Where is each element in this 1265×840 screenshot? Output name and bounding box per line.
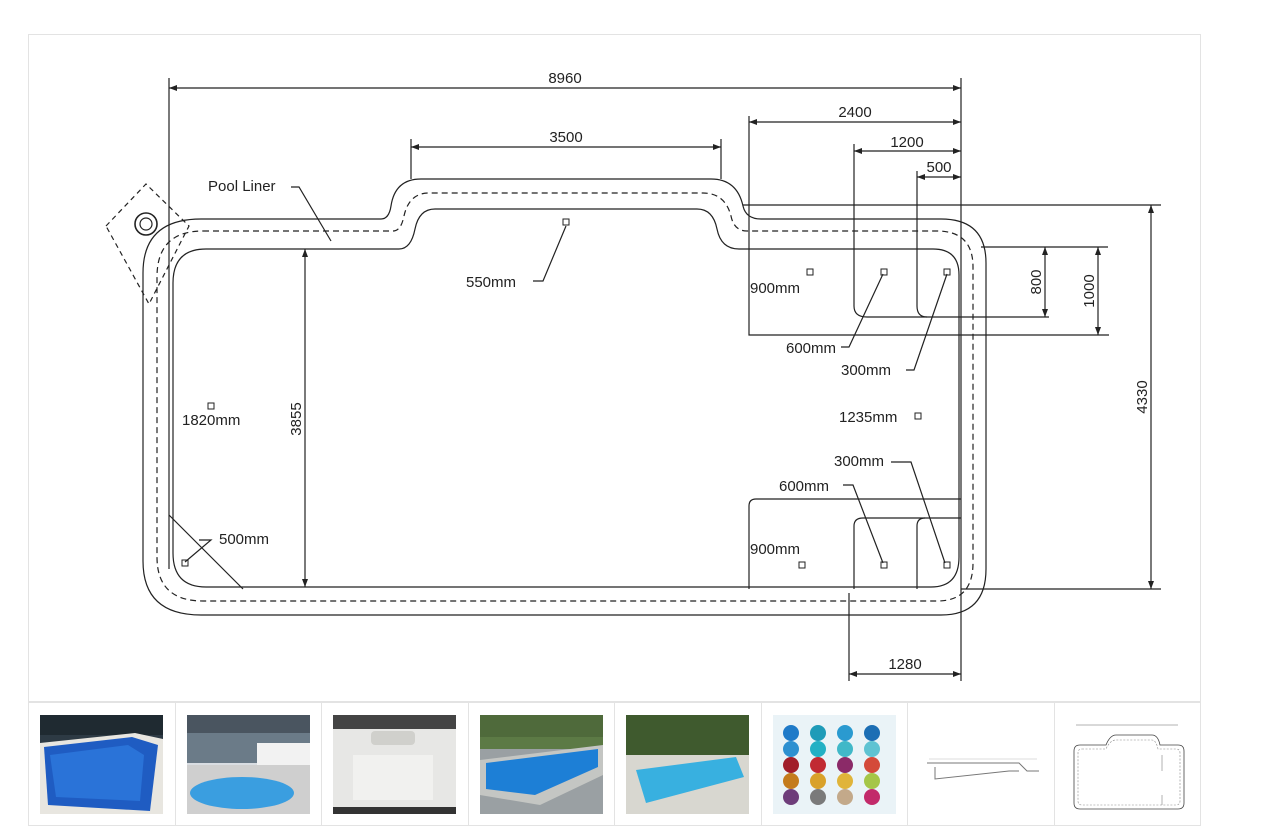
dim-500: 500 [926, 159, 951, 176]
depth-1235: 1235mm [839, 409, 897, 426]
skimmer-circle-icon [134, 212, 158, 236]
depth-300-top: 300mm [841, 362, 891, 379]
dim-4330: 4330 [1134, 380, 1151, 413]
thumbnail-7[interactable] [908, 702, 1055, 826]
thumbnail-3[interactable] [322, 702, 469, 826]
pool-shell-white-icon [333, 714, 457, 814]
depth-1820: 1820mm [182, 412, 240, 429]
dim-1000: 1000 [1081, 274, 1098, 307]
dim-3855: 3855 [288, 402, 305, 435]
pool-cross-section-drawing-icon [919, 714, 1043, 814]
depth-500: 500mm [219, 531, 269, 548]
thumbnail-5[interactable] [615, 702, 762, 826]
dim-1280: 1280 [888, 656, 921, 673]
thumbnail-8[interactable] [1054, 702, 1201, 826]
skimmer-icon [105, 183, 190, 306]
pool-photo-deep-blue-icon [40, 714, 164, 814]
pool-photo-house-fence-icon [186, 714, 310, 814]
pool-outer-outline [142, 178, 987, 616]
colour-swatch-chart-icon [772, 714, 896, 814]
dim-3500: 3500 [549, 129, 582, 146]
thumbnail-2[interactable] [175, 702, 322, 826]
pool-plan-drawing: 8960 3500 2400 1200 500 Pool Liner 550mm… [105, 70, 1161, 681]
depth-600-top: 600mm [786, 340, 836, 357]
dim-1200: 1200 [890, 134, 923, 151]
label-pool-liner: Pool Liner [208, 178, 276, 195]
thumbnail-4[interactable] [468, 702, 615, 826]
dim-overall-length: 8960 [548, 70, 581, 87]
depth-300-bottom: 300mm [834, 453, 884, 470]
thumbnail-1[interactable] [28, 702, 176, 826]
dim-2400: 2400 [838, 104, 871, 121]
pool-photo-garden-icon [626, 714, 750, 814]
thumbnail-6[interactable] [761, 702, 908, 826]
pool-plan-drawing-icon [1065, 714, 1189, 814]
depth-550: 550mm [466, 274, 516, 291]
depth-900-top: 900mm [750, 280, 800, 297]
main-image-viewer[interactable]: 8960 3500 2400 1200 500 Pool Liner 550mm… [28, 34, 1201, 702]
pool-liner-dashed [156, 192, 974, 602]
depth-600-bottom: 600mm [779, 478, 829, 495]
pool-photo-pavers-icon [479, 714, 603, 814]
thumbnail-strip [28, 702, 1201, 826]
depth-900-bottom: 900mm [750, 541, 800, 558]
pool-inner-outline [172, 208, 960, 588]
dim-800: 800 [1028, 269, 1045, 294]
